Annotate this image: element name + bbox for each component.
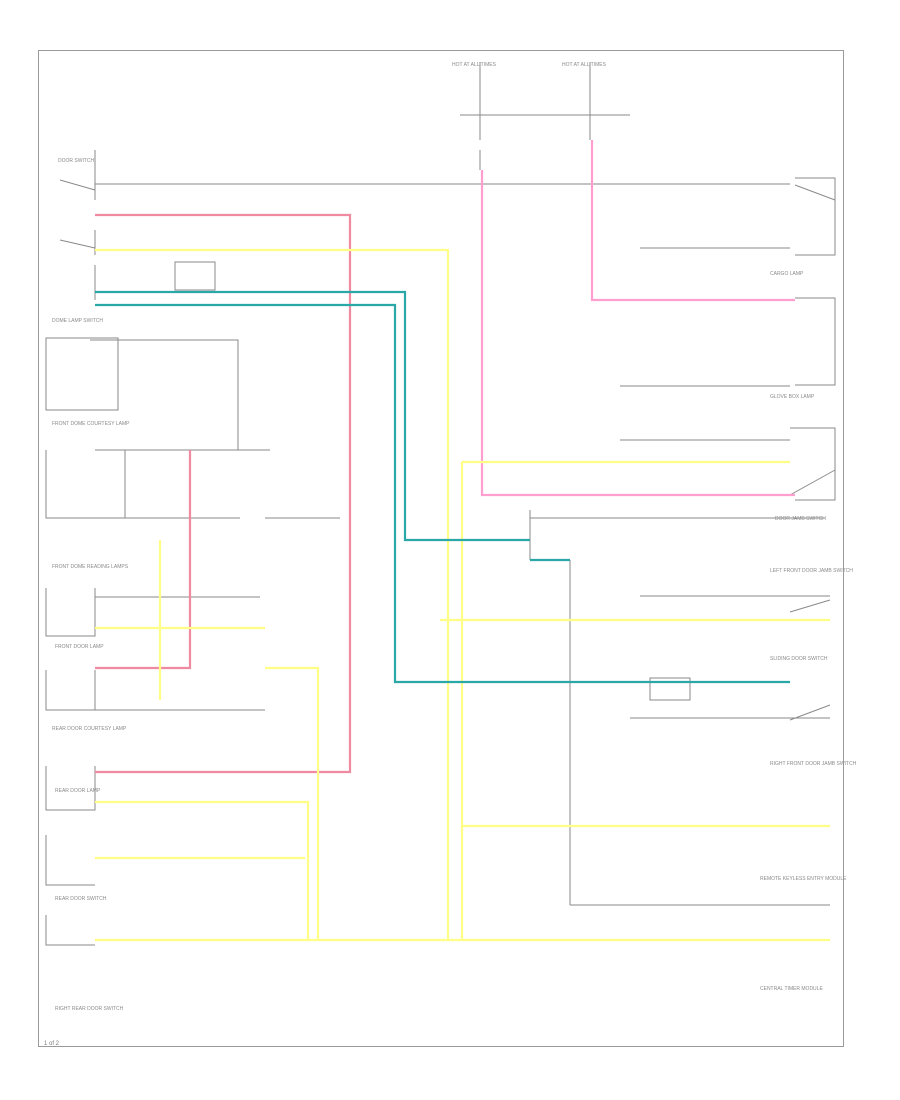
component-label: RIGHT REAR DOOR SWITCH (55, 1006, 124, 1012)
component-label: FRONT DOME READING LAMPS (52, 564, 129, 570)
component-label: RIGHT FRONT DOOR JAMB SWITCH (770, 761, 857, 767)
component-label: REAR DOOR COURTESY LAMP (52, 726, 127, 732)
component-label: FRONT DOOR LAMP (55, 644, 104, 650)
component-label: DOOR JAMB SWITCH (775, 516, 826, 522)
component-label: CENTRAL TIMER MODULE (760, 986, 823, 992)
component-label: REAR DOOR SWITCH (55, 896, 107, 902)
fuse-label: HOT AT ALL TIMES (452, 62, 497, 68)
component-label: GLOVE BOX LAMP (770, 394, 815, 400)
component-label: CARGO LAMP (770, 271, 804, 277)
component-label: REAR DOOR LAMP (55, 788, 101, 794)
component-label: DOOR SWITCH (58, 158, 94, 164)
component-label: SLIDING DOOR SWITCH (770, 656, 828, 662)
fuse-label: HOT AT ALL TIMES (562, 62, 607, 68)
component-label: FRONT DOME COURTESY LAMP (52, 421, 130, 427)
component-label: REMOTE KEYLESS ENTRY MODULE (760, 876, 847, 882)
diagram-border (38, 50, 844, 1047)
component-label: LEFT FRONT DOOR JAMB SWITCH (770, 568, 853, 574)
component-label: DOME LAMP SWITCH (52, 318, 103, 324)
page-number: 1 of 2 (44, 1041, 60, 1047)
